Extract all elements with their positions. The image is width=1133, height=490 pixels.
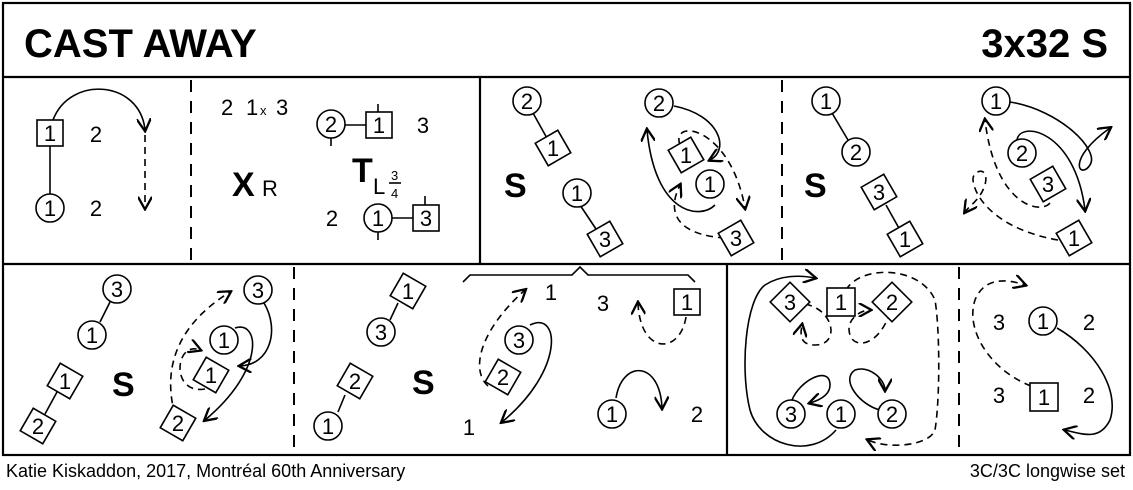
set-type: 3C/3C longwise set [969, 461, 1125, 481]
dancer-label: 3 [993, 310, 1005, 335]
dancer-label: 1 [373, 113, 385, 138]
panel-3: 2 1 S 1 3 2 1 1 3 [504, 86, 755, 258]
dancer-label: 3 [375, 320, 387, 345]
dancer-label: 1 [820, 89, 832, 114]
dance-title: CAST AWAY [24, 22, 257, 66]
dancer-label: 3 [785, 402, 797, 427]
dancer-label: 2 [1016, 141, 1028, 166]
dancer-label: 1 [59, 369, 71, 394]
dancer-label: 1 [402, 279, 414, 304]
dancer-label: 1 [372, 206, 384, 231]
dancer-label: 2 [1083, 310, 1095, 335]
label: 1 [545, 280, 557, 305]
dancer-label: 2 [886, 402, 898, 427]
dancer-label: 1 [1037, 309, 1049, 334]
label: 2 [221, 95, 233, 120]
fraction-num: 3 [391, 168, 398, 183]
dancer-label: 3 [993, 383, 1005, 408]
panel-8: 3 1 2 3 1 2 [972, 281, 1113, 435]
dancer-label: 3 [513, 328, 525, 353]
dance-formation: 3x32 S [981, 22, 1108, 66]
dancer-label: 3 [873, 180, 885, 205]
dancer-label: 2 [521, 89, 533, 114]
dancer-label: 3 [417, 113, 429, 138]
dancer-label: 1 [681, 290, 693, 315]
fraction-den: 4 [391, 186, 398, 201]
panel-4: 1 2 S 3 1 1 2 3 1 [804, 86, 1110, 258]
cross-hand: R [262, 176, 278, 201]
man-square [36, 119, 64, 147]
dancer-label: 2 [349, 369, 361, 394]
dancer-label: 3 [252, 278, 264, 303]
panel-7: 3 1 2 3 1 2 [744, 272, 940, 446]
dancer-label: 1 [571, 181, 583, 206]
dancer-label: 3 [1042, 172, 1054, 197]
dancer-label: 1 [44, 196, 56, 221]
dancer-label: 2 [653, 91, 665, 116]
dancer-label: 1 [44, 121, 56, 146]
dancer-label: 2 [1083, 383, 1095, 408]
dancer-label: 2 [32, 414, 44, 439]
dancer-label: 2 [886, 290, 898, 315]
dancer-label: 1 [899, 227, 911, 252]
dancer-label: 2 [850, 140, 862, 165]
panel-5: 3 1 1 2 S 3 1 1 2 [19, 274, 273, 445]
dancer-label: 1 [205, 363, 217, 388]
bracket [462, 265, 696, 283]
dancer-label: 3 [599, 227, 611, 252]
dancer-label: 2 [497, 365, 509, 390]
outer-frame [1, 1, 1132, 457]
turn-hand: L [373, 174, 385, 199]
dancer-label: 2 [326, 206, 338, 231]
turn-symbol: T [352, 152, 373, 190]
label: 1 [463, 415, 475, 440]
dancer-label: 1 [547, 136, 559, 161]
label: 2 [691, 402, 703, 427]
dancer-label: 2 [90, 122, 102, 147]
dancer-label: 1 [835, 402, 847, 427]
dancer-label: 1 [990, 89, 1002, 114]
panel-2: 2 1 x 3 X R 2 1 3 T L 3 4 2 1 3 [221, 95, 440, 240]
cross-symbol: X [232, 166, 255, 204]
dancer-label: 3 [111, 277, 123, 302]
label: 1 [246, 95, 258, 120]
woman-circle [35, 193, 65, 223]
dancer-label: 3 [730, 226, 742, 251]
figure-symbol: S [112, 366, 135, 404]
panel-6: 1 3 2 1 S 1 3 1 2 3 2 1 1 [313, 265, 703, 441]
dancer-label: 2 [172, 411, 184, 436]
figure-symbol: S [804, 167, 827, 205]
dancer-label: 1 [1068, 226, 1080, 251]
dancer-label: 1 [218, 328, 230, 353]
dancer-label: 2 [90, 196, 102, 221]
credits: Katie Kiskaddon, 2017, Montréal 60th Ann… [6, 461, 406, 481]
figure-symbol: S [504, 167, 527, 205]
dancer-label: 1 [704, 172, 716, 197]
dancer-label: 2 [325, 112, 337, 137]
label: 3 [276, 95, 288, 120]
dancer-label: 1 [86, 323, 98, 348]
dancer-label: 3 [784, 290, 796, 315]
label: 3 [597, 291, 609, 316]
panel-1: 1 1 2 2 [35, 88, 145, 223]
dancer-label: 3 [420, 206, 432, 231]
dancer-label: 1 [606, 402, 618, 427]
figure-symbol: S [412, 364, 435, 402]
cast-arrow [52, 88, 145, 130]
label: x [260, 103, 267, 118]
dancer-label: 1 [680, 143, 692, 168]
dancer-label: 1 [835, 290, 847, 315]
dancer-label: 1 [1038, 385, 1050, 410]
dancer-label: 1 [322, 414, 334, 439]
